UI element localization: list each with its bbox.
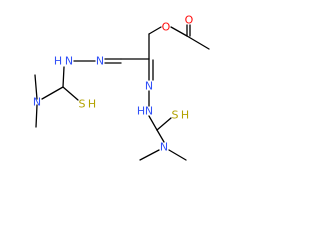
bond (148, 26, 162, 35)
bond (62, 86, 79, 101)
bond (148, 115, 158, 131)
imine-nitrogen-left-label: N (96, 55, 104, 68)
dimethylamino-nitrogen-left-label: N (33, 96, 41, 109)
thiol-left-hydrogen-label: H (88, 98, 96, 111)
bond (168, 149, 187, 161)
atom-label-layer: O O N N N H N H N N S H S H (33, 14, 194, 154)
dimethylamino-nitrogen-right-label: N (160, 141, 168, 154)
thiol-right-group: S H (172, 109, 190, 122)
bond (139, 149, 160, 161)
nh-right-group: N H (137, 105, 153, 118)
nh-right-nitrogen-label: N (145, 105, 153, 118)
nh-left-nitrogen-label: N (65, 55, 73, 68)
bond (156, 117, 172, 131)
bond (170, 26, 188, 37)
nh-left-hydrogen-label: H (54, 55, 62, 68)
bond (186, 35, 210, 50)
ester-oxygen-label: O (162, 21, 171, 34)
imine-nitrogen-right-label: N (145, 80, 153, 93)
bond (62, 66, 65, 88)
thiol-left-sulfur-label: S (79, 98, 86, 111)
chemical-structure: O O N N N H N H N N S H S H (33, 14, 210, 161)
carbonyl-oxygen-label: O (185, 14, 194, 27)
bond-layer (34, 24, 210, 161)
thiol-right-hydrogen-label: H (181, 109, 189, 122)
nh-right-hydrogen-label: H (137, 105, 145, 118)
bond (156, 129, 165, 143)
thiol-left-group: S H (79, 98, 97, 111)
bond (34, 74, 38, 100)
bond (35, 104, 38, 128)
bond (41, 86, 64, 100)
nh-left-group: N H (54, 55, 73, 68)
thiol-right-sulfur-label: S (172, 109, 179, 122)
